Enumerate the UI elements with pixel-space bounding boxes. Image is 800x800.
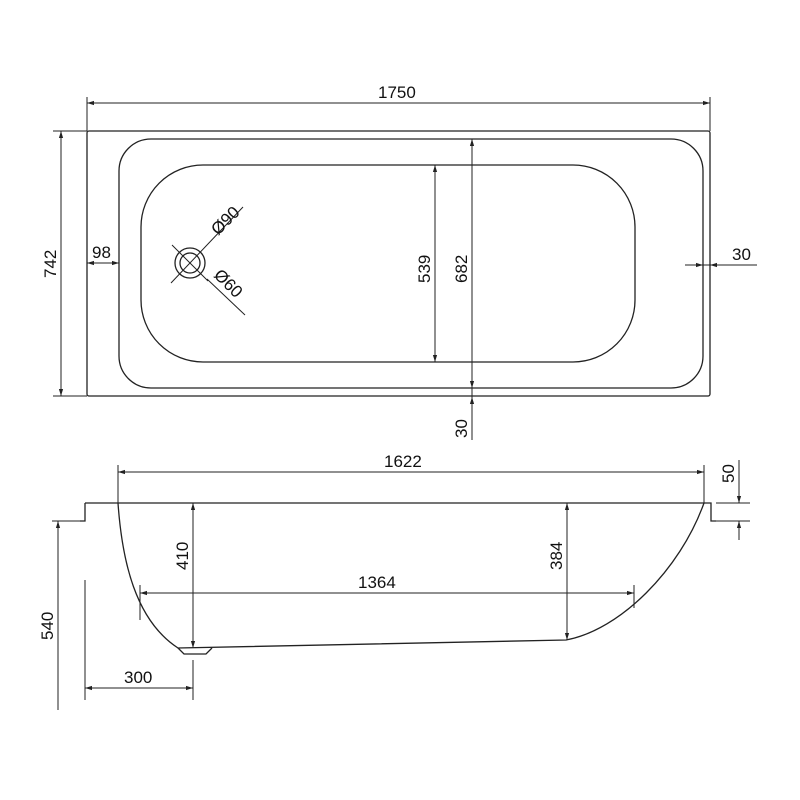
rim-bottom-label: 30 [452, 419, 471, 438]
overall-width-label: 742 [41, 250, 60, 278]
drain-inner-label: Ø60 [210, 265, 246, 301]
top-view: Ø90 Ø60 1750 742 98 30 539 682 30 [41, 83, 757, 440]
inner-width-label: 682 [452, 255, 471, 283]
bottom-length-label: 1364 [358, 573, 396, 592]
inner-rim [118, 138, 704, 389]
overall-length-label: 1750 [378, 83, 416, 102]
drain-offset-label: 300 [124, 668, 152, 687]
inner-length-label: 1622 [384, 452, 422, 471]
tub-profile [117, 502, 705, 649]
rim-height-label: 50 [719, 464, 738, 483]
side-view: 1622 50 540 410 384 1364 300 [38, 452, 750, 710]
basin-floor [140, 164, 636, 363]
total-height-label: 540 [38, 612, 57, 640]
drain-outer-label: Ø90 [207, 203, 243, 239]
depth-head-label: 384 [547, 542, 566, 570]
rim-left-label: 98 [92, 243, 111, 262]
depth-drain-label: 410 [173, 542, 192, 570]
rim-right-label: 30 [732, 245, 751, 264]
drain-icon [170, 206, 246, 316]
basin-width-label: 539 [415, 255, 434, 283]
